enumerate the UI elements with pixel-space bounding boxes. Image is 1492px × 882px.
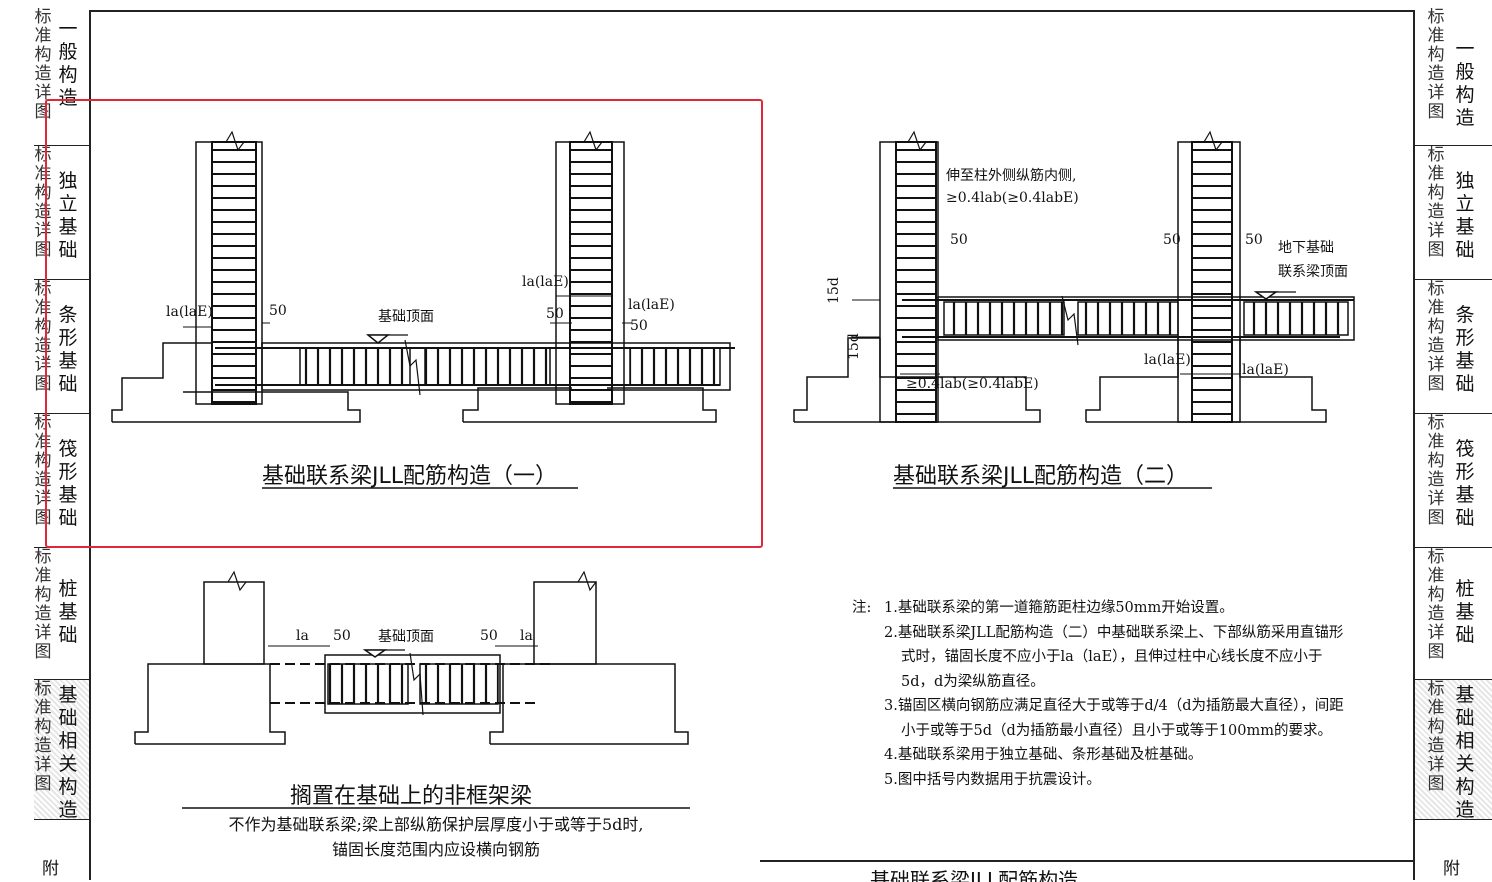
d1-anchor-left-label: la(laE)	[166, 304, 213, 320]
right-tab-label: 独立基础	[1455, 170, 1475, 261]
d2-left-footing	[793, 337, 880, 422]
right-tab-sub-text: 标准构造详图	[1427, 280, 1445, 394]
d3-foundation-top-label: 基础顶面	[378, 629, 434, 645]
note-item: 4.基础联系梁用于独立基础、条形基础及桩基础。	[884, 747, 1203, 763]
selection-highlight-box	[45, 99, 763, 548]
right-tab-sub-text: 标准构造详图	[1427, 414, 1445, 528]
frame-left-border	[89, 10, 91, 880]
d3-right-column	[533, 581, 597, 665]
title-block: 基础联系梁JLL配筋构造	[760, 860, 1414, 882]
diagram1-drawing	[111, 130, 735, 423]
right-tab-label: 基础相关构造	[1455, 684, 1475, 821]
d3-la-left-label: la	[296, 628, 309, 644]
left-tab-sub-text: 标准构造详图	[34, 280, 52, 394]
d2-underground-label-line1: 地下基础	[1278, 240, 1334, 256]
notes-list: 1.基础联系梁的第一道箍筋距柱边缘50mm开始设置。 2.基础联系梁JLL配筋构…	[884, 596, 1352, 792]
d1-left-footing	[111, 342, 212, 422]
right-tab-label: 条形基础	[1455, 304, 1475, 395]
d1-dim-50-a: 50	[269, 303, 287, 319]
right-tab-general[interactable]: 标准构造详图 一般构造	[1415, 8, 1492, 146]
right-tab-label: 一般构造	[1455, 38, 1475, 129]
d3-dim-50-b: 50	[480, 628, 498, 644]
right-tab-sub-text: 标准构造详图	[1427, 548, 1445, 662]
left-tab-sub-text: 标准构造详图	[34, 548, 52, 662]
d2-right-footing	[1085, 338, 1179, 422]
d2-anchor-label-a: la(laE)	[1144, 352, 1191, 368]
left-tab-sub-text: 标准构造详图	[34, 414, 52, 528]
d1-anchor-mid-label: la(laE)	[522, 274, 569, 290]
frame-top-border	[89, 10, 1415, 12]
right-index-column: 标准构造详图 一般构造 标准构造详图 独立基础 标准构造详图 条形基础 标准构造…	[1415, 0, 1492, 880]
note-item: 3.锚固区横向钢筋应满足直径大于或等于d/4（d为插筋最大直径），间距小于或等于…	[884, 698, 1344, 739]
right-tab-sub-text: 标准构造详图	[1427, 680, 1445, 794]
d3-left-footing	[134, 663, 270, 744]
left-tab-label: 独立基础	[58, 170, 78, 261]
left-tab-label: 筏形基础	[58, 438, 78, 529]
left-tab-label: 一般构造	[58, 18, 78, 109]
notes-heading: 注:	[852, 600, 872, 616]
d3-sub-caption-line1: 不作为基础联系梁;梁上部纵筋保护层厚度小于或等于5d时,	[228, 815, 644, 834]
right-tab-pile[interactable]: 标准构造详图 桩基础	[1415, 548, 1492, 680]
d2-min-anchor-label: ≥0.4lab(≥0.4labE)	[906, 376, 1039, 392]
right-tab-sub-text: 标准构造详图	[1427, 8, 1445, 122]
d3-caption: 搁置在基础上的非框架梁	[290, 784, 533, 809]
right-tab-label: 筏形基础	[1455, 438, 1475, 529]
left-tab-label: 基础相关构造	[58, 684, 78, 821]
appendix-label: 附	[42, 859, 59, 879]
d2-beam	[937, 296, 1355, 341]
d3-la-right-label: la	[520, 628, 533, 644]
right-tab-related[interactable]: 标准构造详图 基础相关构造	[1415, 680, 1492, 821]
diagram3-drawing	[134, 570, 689, 745]
left-tab-sub-text: 标准构造详图	[34, 146, 52, 260]
diagram2-drawing	[793, 130, 1355, 423]
frame-right-border	[1413, 10, 1415, 880]
right-tab-strip[interactable]: 标准构造详图 条形基础	[1415, 280, 1492, 414]
d1-dim-50-b: 50	[546, 306, 564, 322]
left-tab-related[interactable]: 标准构造详图 基础相关构造	[34, 680, 89, 821]
left-index-column: 标准构造详图 一般构造 标准构造详图 独立基础 标准构造详图 条形基础 标准构造…	[34, 0, 89, 880]
d2-anchor-label-b: la(laE)	[1242, 362, 1289, 378]
right-tab-sub-text: 标准构造详图	[1427, 146, 1445, 260]
d1-right-footing	[462, 387, 572, 422]
left-tab-label: 条形基础	[58, 304, 78, 395]
left-tab-pile[interactable]: 标准构造详图 桩基础	[34, 548, 89, 680]
note-item: 2.基础联系梁JLL配筋构造（二）中基础联系梁上、下部纵筋采用直锚形式时，锚固长…	[884, 624, 1344, 690]
d2-dim-50-b: 50	[1163, 232, 1181, 248]
left-tab-strip[interactable]: 标准构造详图 条形基础	[34, 280, 89, 414]
d1-anchor-right-label: la(laE)	[628, 297, 675, 313]
d1-dim-50-c: 50	[630, 318, 648, 334]
right-tab-isolated[interactable]: 标准构造详图 独立基础	[1415, 146, 1492, 280]
right-tab-label: 桩基础	[1455, 578, 1475, 646]
left-tab-label: 桩基础	[58, 578, 78, 646]
title-block-text: 基础联系梁JLL配筋构造	[870, 868, 1079, 882]
d3-dim-50-a: 50	[333, 628, 351, 644]
left-tab-isolated[interactable]: 标准构造详图 独立基础	[34, 146, 89, 280]
d3-left-column	[203, 581, 265, 665]
d3-beam	[324, 654, 501, 714]
left-tab-raft[interactable]: 标准构造详图 筏形基础	[34, 414, 89, 548]
d2-underground-label-line2: 联系梁顶面	[1278, 264, 1348, 280]
right-tab-raft[interactable]: 标准构造详图 筏形基础	[1415, 414, 1492, 548]
d2-caption: 基础联系梁JLL配筋构造（二）	[893, 464, 1189, 489]
d1-left-footing-right	[112, 391, 361, 423]
d2-dim-50-a: 50	[950, 232, 968, 248]
note-item: 1.基础联系梁的第一道箍筋距柱边缘50mm开始设置。	[884, 600, 1234, 616]
d1-foundation-top-label: 基础顶面	[378, 309, 434, 325]
d2-15d-label-b: 15d	[846, 333, 862, 360]
d3-right-footing	[489, 663, 689, 745]
left-tab-sub-text: 标准构造详图	[34, 8, 52, 122]
d2-extend-label-line1: 伸至柱外侧纵筋内侧,	[946, 168, 1077, 184]
note-item: 5.图中括号内数据用于抗震设计。	[884, 771, 1101, 788]
d1-beam	[261, 342, 731, 391]
d2-extend-label-line2: ≥0.4lab(≥0.4labE)	[946, 190, 1079, 206]
d3-sub-caption-line2: 锚固长度范围内应设横向钢筋	[331, 840, 540, 859]
d2-15d-label-a: 15d	[826, 277, 842, 304]
left-tab-general[interactable]: 标准构造详图 一般构造	[34, 8, 89, 146]
appendix-label: 附	[1443, 859, 1460, 879]
d2-dim-50-c: 50	[1245, 232, 1263, 248]
left-tab-sub-text: 标准构造详图	[34, 680, 52, 794]
d1-caption: 基础联系梁JLL配筋构造（一）	[262, 464, 558, 489]
